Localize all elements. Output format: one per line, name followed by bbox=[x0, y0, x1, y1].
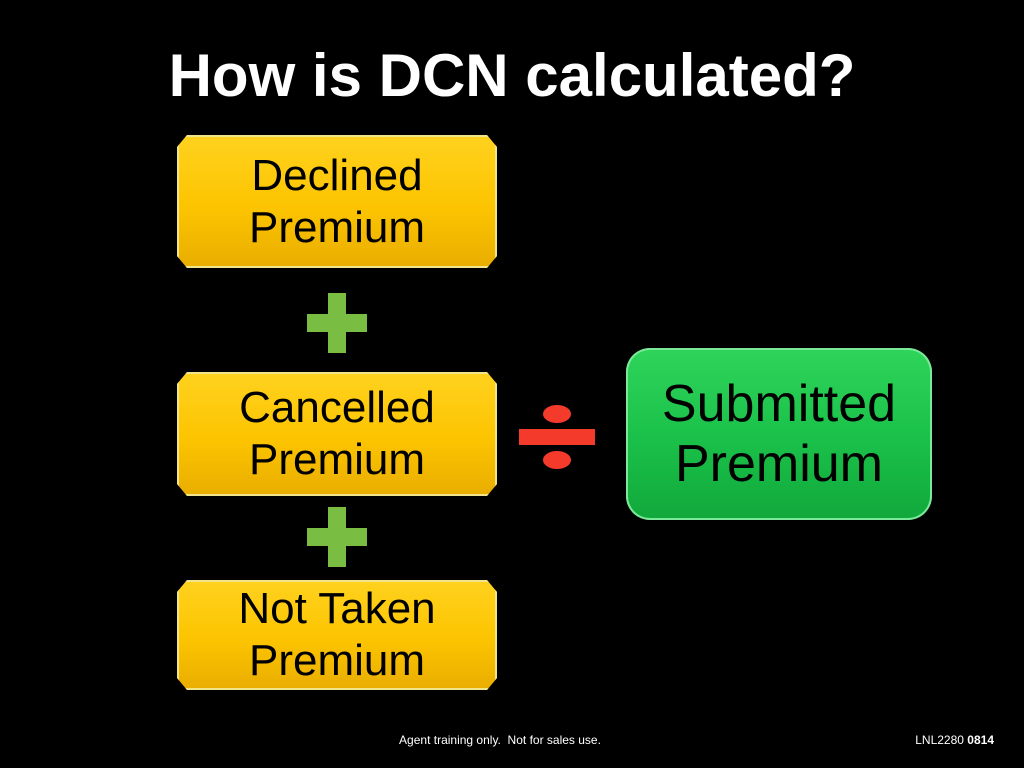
divide-icon bbox=[519, 405, 595, 469]
slide-title: How is DCN calculated? bbox=[168, 42, 856, 109]
footer-code: LNL2280 0814 bbox=[915, 732, 994, 748]
cancelled-premium-label: Cancelled Premium bbox=[239, 383, 435, 484]
plus-icon bbox=[307, 507, 367, 567]
declined-premium-box: Declined Premium bbox=[177, 135, 497, 268]
footer-code-number: 0814 bbox=[967, 733, 994, 747]
not-taken-premium-box: Not Taken Premium bbox=[177, 580, 497, 690]
cancelled-premium-box: Cancelled Premium bbox=[177, 372, 497, 496]
plus-icon bbox=[307, 293, 367, 353]
submitted-premium-box: Submitted Premium bbox=[626, 348, 932, 520]
footer-disclaimer: Agent training only. Not for sales use. bbox=[399, 733, 601, 747]
declined-premium-label: Declined Premium bbox=[248, 150, 426, 252]
not-taken-premium-label: Not Taken Premium bbox=[238, 584, 436, 685]
submitted-premium-label: Submitted Premium bbox=[661, 375, 897, 493]
footer-code-prefix: LNL2280 bbox=[915, 733, 964, 747]
